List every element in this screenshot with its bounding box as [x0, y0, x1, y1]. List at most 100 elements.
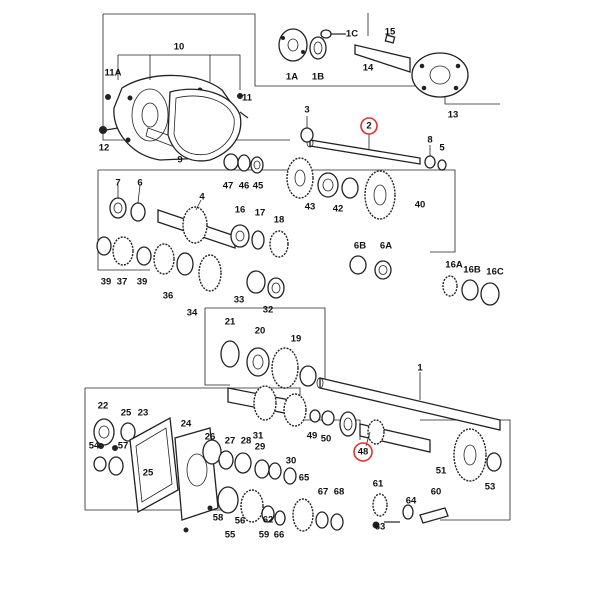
gear-36 — [153, 243, 194, 276]
label-67: 67 — [318, 487, 329, 498]
highlight-ring-48 — [353, 442, 373, 462]
ring-25-upper — [120, 422, 136, 442]
label-23: 23 — [138, 408, 149, 419]
spacer-8 — [424, 155, 436, 169]
axle-shaft-14 — [354, 34, 411, 73]
bearing-26 — [202, 439, 222, 465]
flange-1a — [278, 28, 308, 62]
label-64: 64 — [406, 496, 417, 507]
parts-62-63-64 — [372, 504, 414, 529]
label-53: 53 — [485, 482, 496, 493]
label-57: 57 — [118, 441, 129, 452]
label-49: 49 — [307, 431, 318, 442]
label-56: 56 — [235, 516, 246, 527]
label-11a: 11A — [105, 68, 122, 79]
label-6: 6 — [137, 178, 142, 189]
part-labels: 10 11A 11 12 9 1A 1B 1C 15 14 13 3 2 8 5… — [89, 27, 504, 541]
parts-67-68 — [315, 511, 344, 531]
ring-21 — [220, 340, 240, 368]
label-24: 24 — [181, 419, 192, 430]
gear-18 — [269, 230, 289, 258]
label-51: 51 — [436, 466, 447, 477]
label-1b: 1B — [312, 72, 324, 83]
label-7: 7 — [115, 178, 120, 189]
bearing-20 — [246, 347, 270, 377]
label-45: 45 — [253, 181, 264, 192]
label-37: 37 — [117, 277, 128, 288]
label-28: 28 — [241, 436, 252, 447]
leader-lines — [117, 13, 431, 447]
label-6a: 6A — [380, 241, 392, 252]
label-10: 10 — [174, 42, 185, 53]
label-31: 31 — [253, 431, 264, 442]
gear-51 — [453, 428, 487, 482]
label-14: 14 — [363, 63, 374, 74]
gear-61 — [372, 493, 388, 517]
label-5: 5 — [439, 143, 445, 154]
label-8: 8 — [427, 135, 432, 146]
label-39-left: 39 — [101, 277, 112, 288]
label-39-right: 39 — [137, 277, 148, 288]
label-16: 16 — [235, 205, 246, 216]
label-62: 62 — [263, 515, 274, 526]
label-6b: 6B — [354, 241, 366, 252]
parts-16a-16b-16c — [442, 275, 500, 306]
highlight-markers — [353, 117, 378, 462]
label-13: 13 — [448, 110, 459, 121]
bearing-48 — [339, 411, 431, 453]
label-59: 59 — [259, 530, 270, 541]
label-1: 1 — [417, 363, 423, 374]
label-2: 2 — [366, 121, 371, 132]
label-30: 30 — [286, 456, 297, 467]
label-22: 22 — [98, 401, 109, 412]
seal-1b — [309, 36, 327, 60]
gasket-9 — [167, 88, 242, 162]
label-12: 12 — [99, 143, 110, 154]
label-42: 42 — [333, 204, 344, 215]
label-19: 19 — [291, 334, 302, 345]
flange-13 — [411, 52, 469, 98]
parts-59-66-62 — [261, 505, 286, 526]
label-29: 29 — [255, 442, 266, 453]
label-1c: 1C — [346, 29, 358, 40]
label-36: 36 — [163, 291, 174, 302]
label-65: 65 — [299, 473, 310, 484]
bearings-16-17 — [230, 224, 265, 250]
label-46: 46 — [239, 181, 250, 192]
gear-65 — [292, 498, 314, 532]
label-25-upper: 25 — [121, 408, 132, 419]
label-32: 32 — [263, 305, 274, 316]
snap-ring-3 — [300, 127, 314, 143]
gear-34 — [198, 254, 222, 292]
label-26: 26 — [205, 432, 216, 443]
label-17: 17 — [255, 208, 266, 219]
label-11: 11 — [242, 93, 253, 104]
label-47: 47 — [223, 181, 234, 192]
label-16c: 16C — [486, 267, 504, 278]
parts-56-55 — [217, 486, 264, 523]
ring-53 — [486, 452, 502, 472]
label-3: 3 — [304, 105, 309, 116]
label-15: 15 — [385, 27, 396, 38]
label-61: 61 — [373, 479, 384, 490]
bearings-47-46-45 — [223, 153, 264, 174]
bolt-11 — [105, 93, 249, 119]
label-40: 40 — [415, 200, 426, 211]
bearing-42 — [317, 172, 359, 199]
seal-22 — [93, 418, 115, 446]
highlight-ring-2 — [360, 117, 378, 135]
countershaft-4 — [157, 206, 236, 249]
label-21: 21 — [225, 317, 236, 328]
ring-6 — [130, 202, 146, 222]
label-16a: 16A — [445, 260, 463, 271]
label-16b: 16B — [463, 265, 481, 276]
label-27: 27 — [225, 436, 236, 447]
label-55: 55 — [225, 530, 236, 541]
gear-31 — [227, 385, 307, 427]
label-68: 68 — [334, 487, 345, 498]
label-48: 48 — [358, 447, 369, 458]
parts-49-50 — [309, 409, 335, 426]
gear-43 — [286, 157, 314, 199]
parts-54-57 — [93, 443, 124, 476]
output-shaft-1 — [316, 377, 501, 431]
